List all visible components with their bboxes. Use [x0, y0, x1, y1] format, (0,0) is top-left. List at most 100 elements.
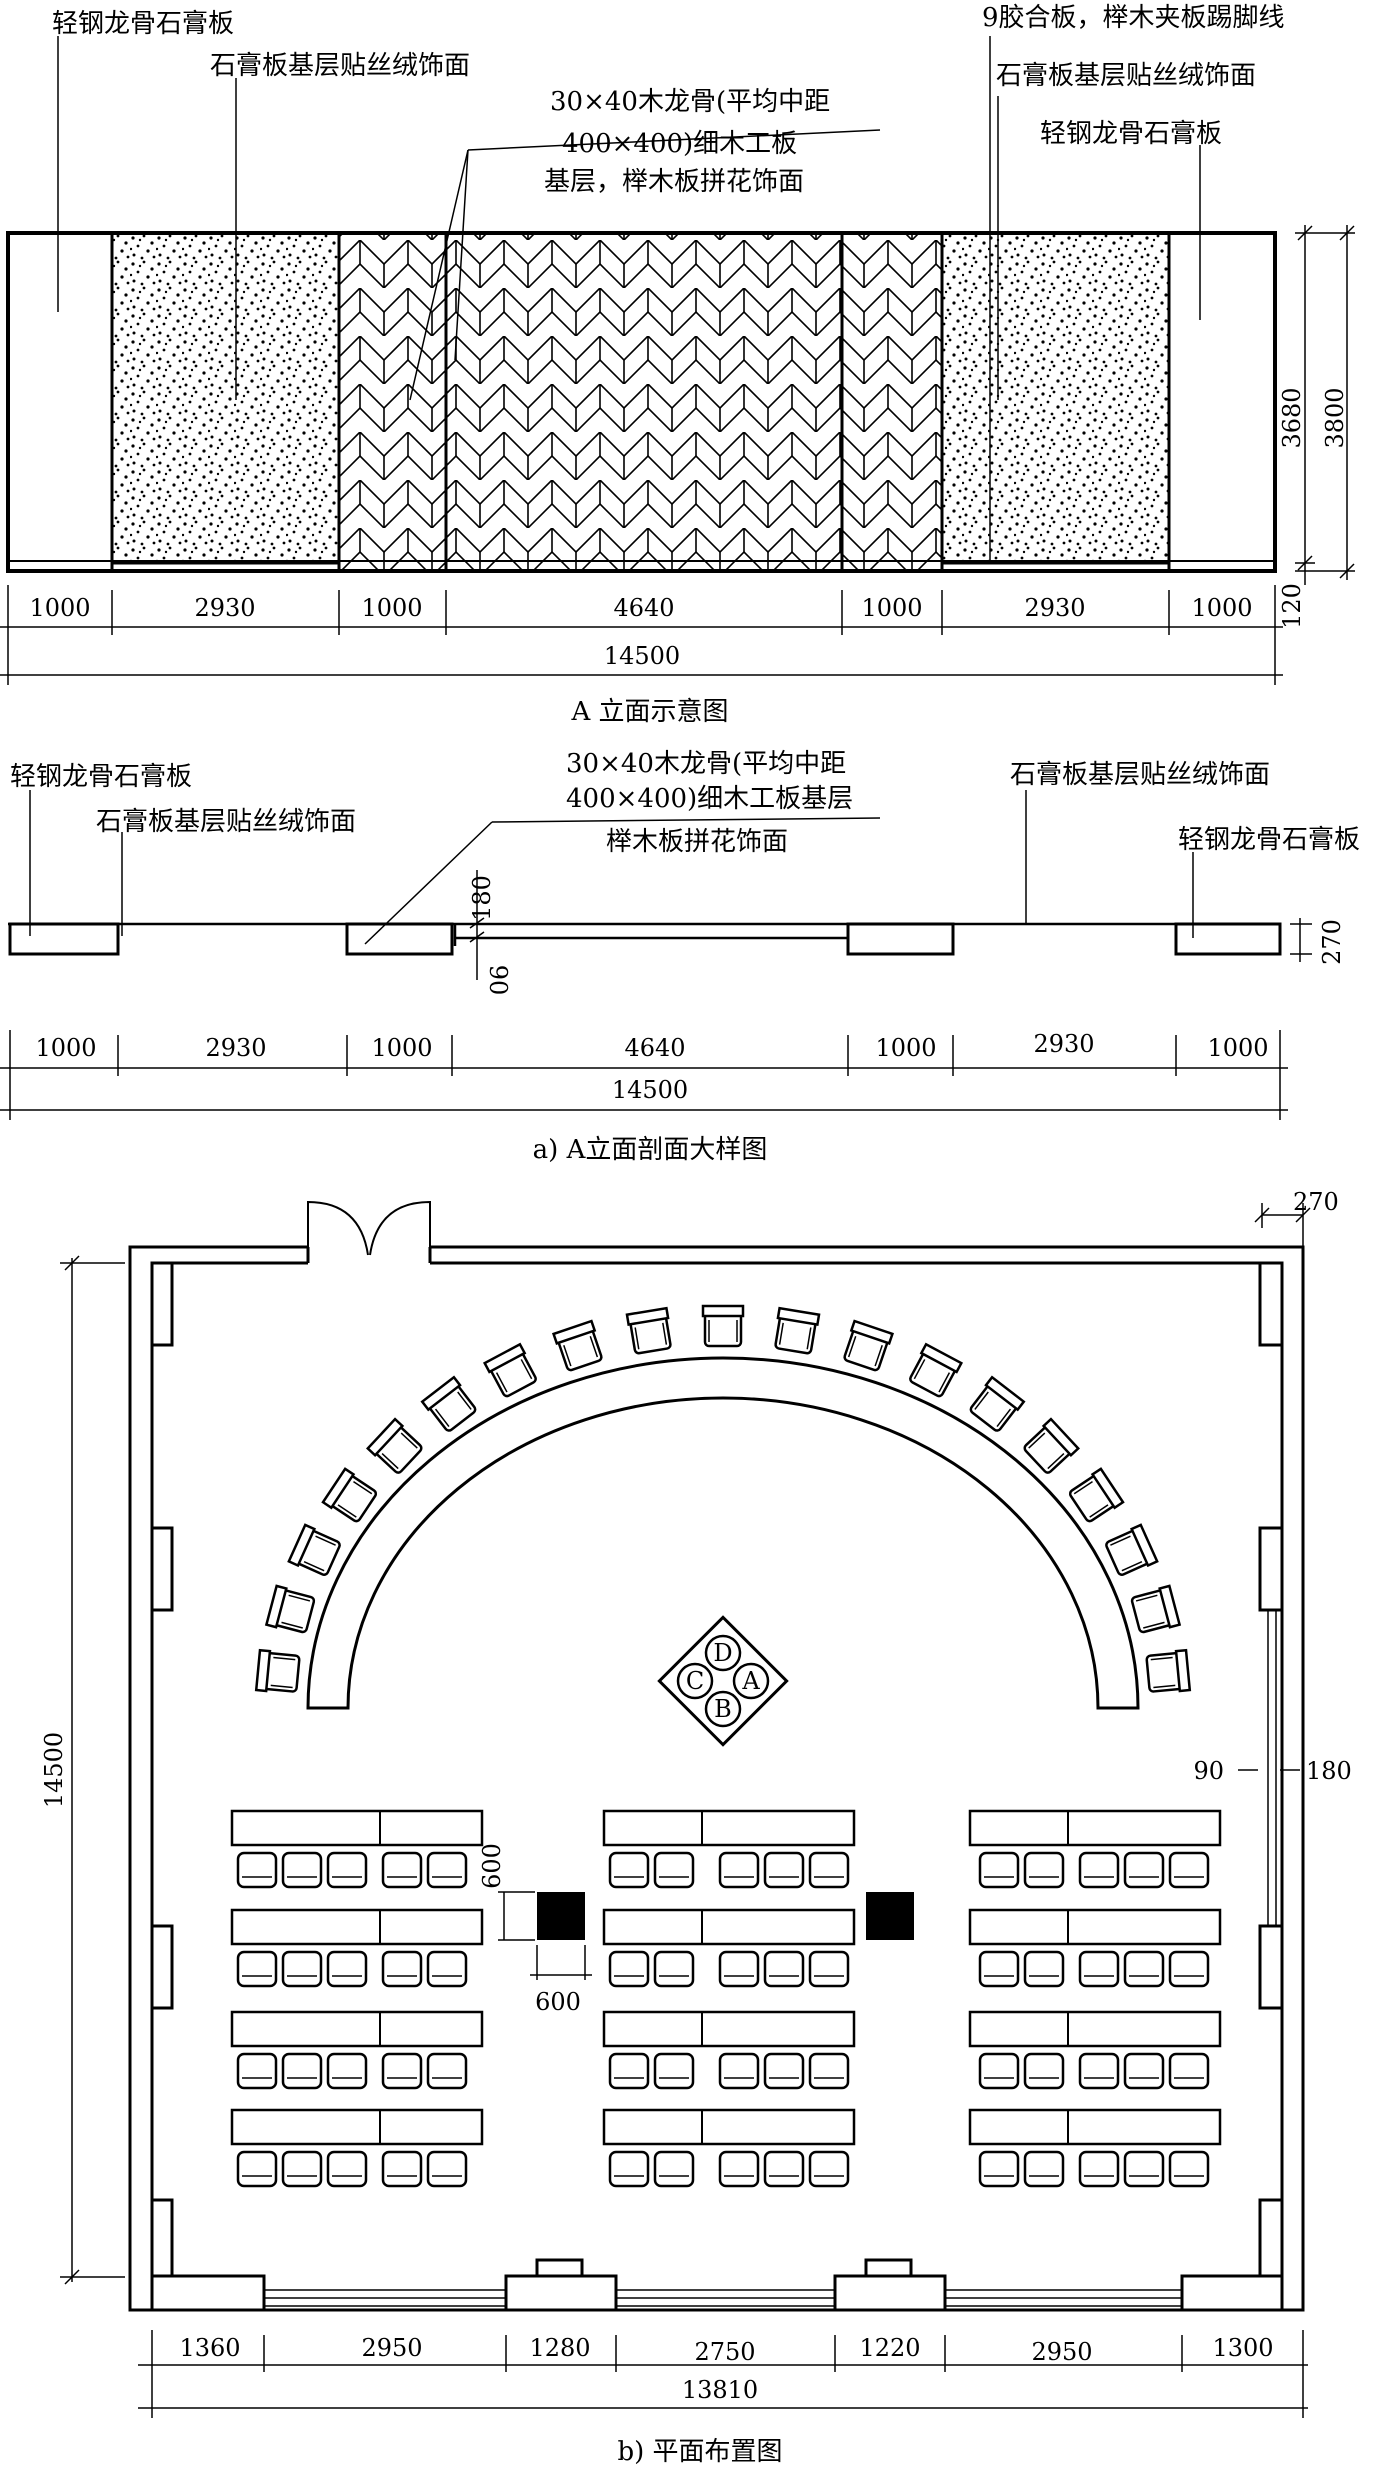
- velvet-panel-left: [110, 231, 341, 565]
- desk-row: [602, 2108, 856, 2188]
- dim-segment: 4640: [624, 1034, 685, 1062]
- chair: [281, 1950, 323, 1988]
- chair: [978, 2052, 1020, 2090]
- label-skirting: 9胶合板，榉木夹板踢脚线: [982, 3, 1285, 33]
- stage-arc: [306, 1356, 1140, 1710]
- dim-segment: 1000: [875, 1034, 936, 1062]
- chair: [1023, 1417, 1080, 1474]
- dim-total: 14500: [604, 642, 680, 670]
- desk-row: [968, 2108, 1222, 2188]
- chair: [281, 1851, 323, 1889]
- chair: [808, 2150, 850, 2188]
- chair: [551, 1319, 603, 1372]
- chair: [808, 2052, 850, 2090]
- outer-walls: [128, 1245, 1305, 2312]
- chair: [281, 2052, 323, 2090]
- chair: [978, 2150, 1020, 2188]
- section-box: [345, 922, 454, 956]
- elevation-leaders: [57, 36, 1201, 562]
- dim-segment: 1000: [1207, 1034, 1268, 1062]
- chair: [969, 1375, 1026, 1432]
- dim-pillar-v: 600: [478, 1843, 506, 1889]
- chair: [326, 1851, 368, 1889]
- section-box: [1174, 922, 1282, 956]
- chair: [1078, 1851, 1120, 1889]
- section-small-dims: [469, 870, 1312, 980]
- section-box: [846, 922, 955, 956]
- chair: [653, 2150, 695, 2188]
- table-seat-b: B: [714, 1695, 732, 1723]
- chair: [321, 1467, 378, 1523]
- chair: [426, 1851, 468, 1889]
- chair: [381, 1851, 423, 1889]
- caption-section: a) A立面剖面大样图: [533, 1135, 768, 1165]
- chair: [1145, 1648, 1192, 1693]
- desk-row: [602, 1908, 856, 1988]
- desk-row: [230, 2010, 484, 2090]
- dim-segment: 1000: [861, 594, 922, 622]
- dim-segment: 1280: [529, 2334, 590, 2362]
- chair: [653, 1950, 695, 1988]
- chair: [978, 1950, 1020, 1988]
- caption-elevation: A 立面示意图: [570, 697, 728, 727]
- chair: [236, 2052, 278, 2090]
- pillar: [866, 1892, 914, 1940]
- chair: [1123, 2052, 1165, 2090]
- section-label-left-board: 轻钢龙骨石膏板: [10, 762, 192, 792]
- chair: [718, 2150, 760, 2188]
- chair: [1078, 2150, 1120, 2188]
- dim-pillar-h: 600: [535, 1988, 581, 2016]
- parquet-panel-right: [840, 231, 944, 573]
- chair: [763, 1851, 805, 1889]
- elevation-width-dimension-lines: [0, 585, 1283, 685]
- section-label-right-board: 轻钢龙骨石膏板: [1178, 825, 1360, 855]
- dim-segment: 2930: [1024, 594, 1085, 622]
- chair: [978, 1851, 1020, 1889]
- windows: [264, 2289, 1182, 2307]
- desk-row: [230, 1908, 484, 1988]
- dim-segment: 2930: [205, 1034, 266, 1062]
- dim-segment: 1000: [361, 594, 422, 622]
- chair: [326, 1950, 368, 1988]
- dim-segment: 2950: [361, 2334, 422, 2362]
- dim-segment: 1300: [1212, 2334, 1273, 2362]
- chair: [653, 2052, 695, 2090]
- chair: [1023, 2150, 1065, 2188]
- chair: [1068, 1467, 1125, 1523]
- chair: [1168, 1851, 1210, 1889]
- chair: [1123, 1950, 1165, 1988]
- round-table: A B C D: [657, 1615, 789, 1747]
- desk-row: [230, 1809, 484, 1889]
- section-label-keel-line2: 400×400)细木工板基层: [566, 784, 853, 814]
- velvet-panel-right: [940, 231, 1171, 565]
- chair: [774, 1306, 821, 1355]
- desk-row: [968, 1908, 1222, 1988]
- label-left-board: 轻钢龙骨石膏板: [52, 9, 234, 39]
- chair: [909, 1342, 964, 1398]
- chair: [1123, 2150, 1165, 2188]
- table-seat-d: D: [713, 1639, 732, 1667]
- caption-plan: b) 平面布置图: [617, 2437, 782, 2467]
- bottom-wall: [150, 2258, 1284, 2312]
- chair: [254, 1648, 301, 1693]
- chair: [1105, 1523, 1159, 1576]
- chair: [763, 1950, 805, 1988]
- section-view: 轻钢龙骨石膏板 石膏板基层贴丝绒饰面 30×40木龙骨(平均中距 400×400…: [0, 749, 1360, 1165]
- section-box: [8, 922, 120, 956]
- label-keel-line3: 基层，榉木板拼花饰面: [544, 167, 804, 197]
- chair: [1023, 2052, 1065, 2090]
- section-label-keel-line1: 30×40木龙骨(平均中距: [566, 749, 846, 779]
- elevation-view: 轻钢龙骨石膏板 石膏板基层贴丝绒饰面 30×40木龙骨(平均中距 400×400…: [0, 3, 1355, 727]
- chair: [381, 1950, 423, 1988]
- chair: [718, 2052, 760, 2090]
- desk-row: [602, 1809, 856, 1889]
- dim-segment: 1360: [179, 2334, 240, 2362]
- arc-chairs: [254, 1304, 1192, 1693]
- chair: [1123, 1851, 1165, 1889]
- section-label-keel-line3: 榉木板拼花饰面: [606, 827, 788, 857]
- right-window-lines: [1267, 1610, 1277, 1926]
- desk-row: [602, 2010, 856, 2090]
- wall-pilasters: [150, 1261, 1284, 2278]
- chair: [608, 2052, 650, 2090]
- pillar: [537, 1892, 585, 1940]
